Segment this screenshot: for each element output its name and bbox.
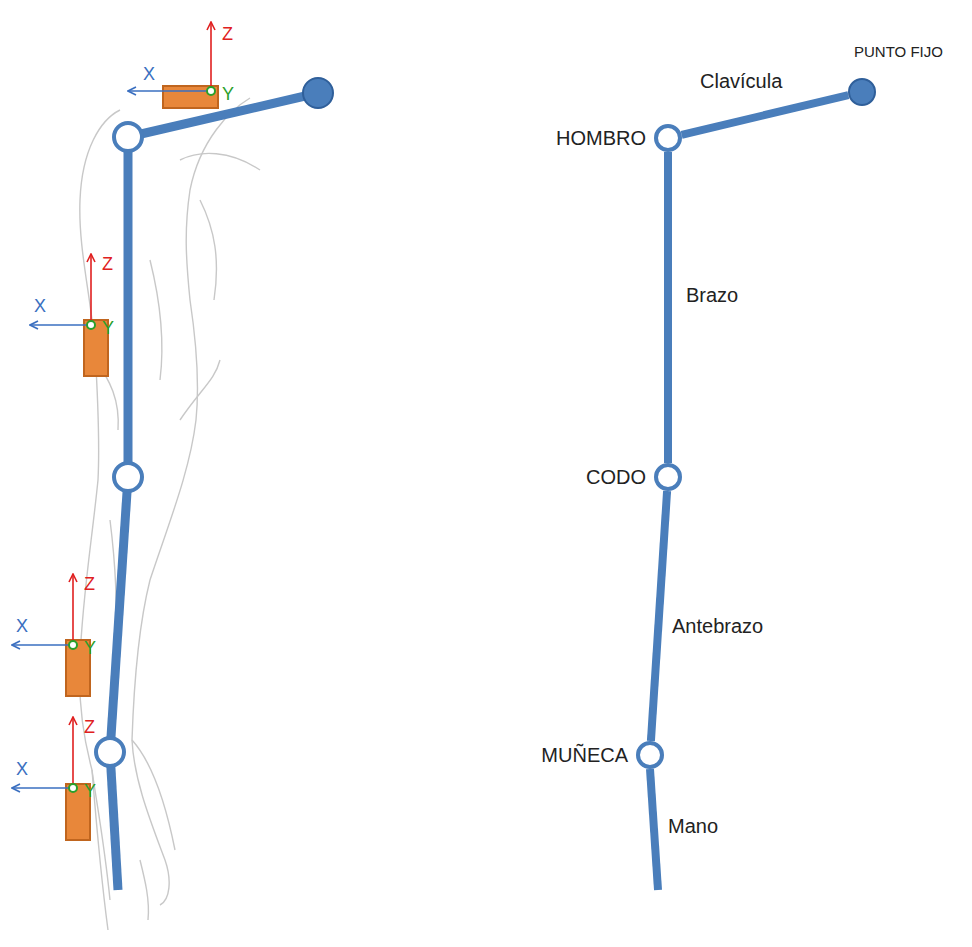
bone-segment xyxy=(664,152,672,463)
arm-skeleton xyxy=(110,93,318,890)
joint-label: CODO xyxy=(586,466,646,489)
axis-label: Y xyxy=(84,781,96,802)
axis-label: Z xyxy=(222,24,233,45)
bone-segment xyxy=(682,95,849,135)
axis-label: Y xyxy=(222,84,234,105)
axis-label: Z xyxy=(84,717,95,738)
segment-label: Antebrazo xyxy=(672,615,763,638)
axis-label: X xyxy=(16,759,28,780)
axis-label: X xyxy=(34,296,46,317)
joint-label: MUÑECA xyxy=(541,744,628,767)
axis-label: X xyxy=(143,64,155,85)
joint-label: PUNTO FIJO xyxy=(854,43,943,60)
segment-label: Mano xyxy=(668,815,718,838)
axis-label: Z xyxy=(84,574,95,595)
segment-label: Brazo xyxy=(686,284,738,307)
y-axis-dots xyxy=(69,87,215,792)
joint-label: HOMBRO xyxy=(556,127,646,150)
sensor-axes xyxy=(12,22,211,788)
axis-label: Y xyxy=(84,638,96,659)
joint-circle: HOMBRO xyxy=(654,124,682,152)
axis-label: X xyxy=(16,616,28,637)
arm-sketch xyxy=(80,98,260,930)
joint-circle: CODO xyxy=(654,463,682,491)
fixed-point: PUNTO FIJO xyxy=(848,78,876,106)
joint-circles xyxy=(96,123,142,766)
imu-sensors xyxy=(66,86,218,840)
bone-segment xyxy=(651,491,667,741)
hand-segment xyxy=(650,769,658,890)
axis-label: Y xyxy=(102,318,114,339)
segment-label: Clavícula xyxy=(700,70,782,93)
axis-label: Z xyxy=(102,254,113,275)
joint-circle: MUÑECA xyxy=(636,741,664,769)
fixed-point xyxy=(303,78,333,108)
